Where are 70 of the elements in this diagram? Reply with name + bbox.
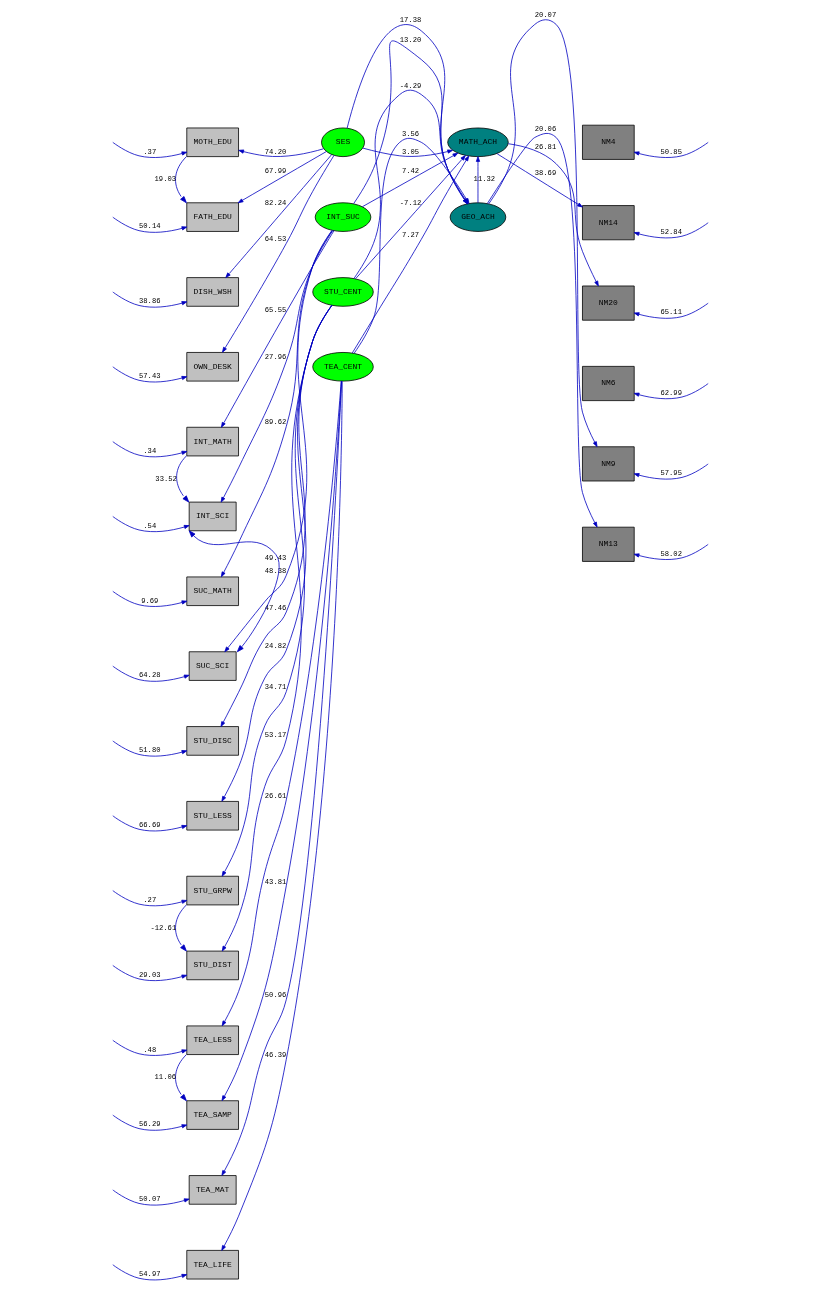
arrow [633, 383, 709, 400]
arrow [488, 19, 598, 447]
arrow [225, 154, 333, 278]
node-box: NM20 [582, 285, 635, 321]
arrow [112, 890, 188, 907]
node-box: STU_LESS [186, 801, 239, 831]
arrow [224, 229, 333, 653]
arrow [112, 516, 190, 533]
node-box: STU_DISC [186, 726, 239, 756]
arrow [112, 590, 188, 607]
node-box: STU_GRPW [186, 875, 239, 906]
node-box: FATH_EDU [186, 202, 239, 232]
node-box: NM14 [582, 205, 635, 241]
node-box: OWN_DESK [186, 352, 239, 382]
arrow [633, 543, 709, 560]
arrow [112, 1189, 190, 1206]
arrow [175, 899, 188, 952]
node-ellipse: STU_CENT [312, 277, 374, 307]
node-box: MOTH_EDU [186, 127, 239, 157]
arrow [361, 152, 459, 208]
arrow [112, 216, 188, 233]
arrow [175, 151, 188, 204]
arrow [188, 530, 280, 653]
arrow [112, 441, 188, 458]
arrow [175, 1049, 188, 1102]
arrow [507, 143, 599, 287]
node-ellipse: SES [321, 127, 365, 157]
node-box: TEA_LESS [186, 1025, 239, 1055]
arrow [112, 366, 188, 383]
node-box: NM6 [582, 366, 635, 401]
node-ellipse: GEO_ACH [449, 202, 507, 232]
arrow [496, 153, 583, 208]
node-box: TEA_SAMP [186, 1100, 239, 1130]
arrow [222, 154, 335, 353]
arrow [112, 1264, 188, 1281]
node-box: TEA_LIFE [186, 1250, 239, 1280]
arrow [238, 148, 324, 157]
arrow [112, 1114, 188, 1131]
arrow [633, 463, 709, 480]
arrow [220, 230, 334, 503]
node-ellipse: TEA_CENT [312, 352, 374, 382]
arrow [112, 141, 188, 158]
node-ellipse: INT_SUC [314, 202, 372, 232]
arrow [221, 230, 335, 428]
arrow [112, 965, 188, 982]
arrow [487, 133, 598, 528]
node-box: NM4 [582, 124, 635, 160]
node-box: STU_DIST [186, 950, 239, 981]
arrow [237, 151, 327, 204]
arrow [633, 141, 709, 158]
arrow [176, 450, 190, 503]
node-box: DISH_WSH [186, 277, 239, 307]
node-box: NM13 [582, 526, 635, 562]
node-box: INT_MATH [186, 426, 239, 457]
node-box: SUC_SCI [188, 651, 237, 681]
arrow [112, 291, 188, 308]
arrow [112, 740, 188, 757]
arrow [633, 302, 709, 319]
arrow [220, 230, 333, 578]
arrow [355, 155, 466, 280]
arrow [475, 156, 481, 204]
node-box: INT_SCI [188, 501, 237, 532]
arrow [112, 815, 188, 832]
arrow [112, 1039, 188, 1056]
node-box: TEA_MAT [188, 1175, 237, 1205]
arrow [362, 147, 453, 157]
node-box: SUC_MATH [186, 576, 239, 606]
node-box: NM9 [582, 446, 635, 482]
arrow [633, 222, 709, 239]
arrow [112, 665, 190, 682]
